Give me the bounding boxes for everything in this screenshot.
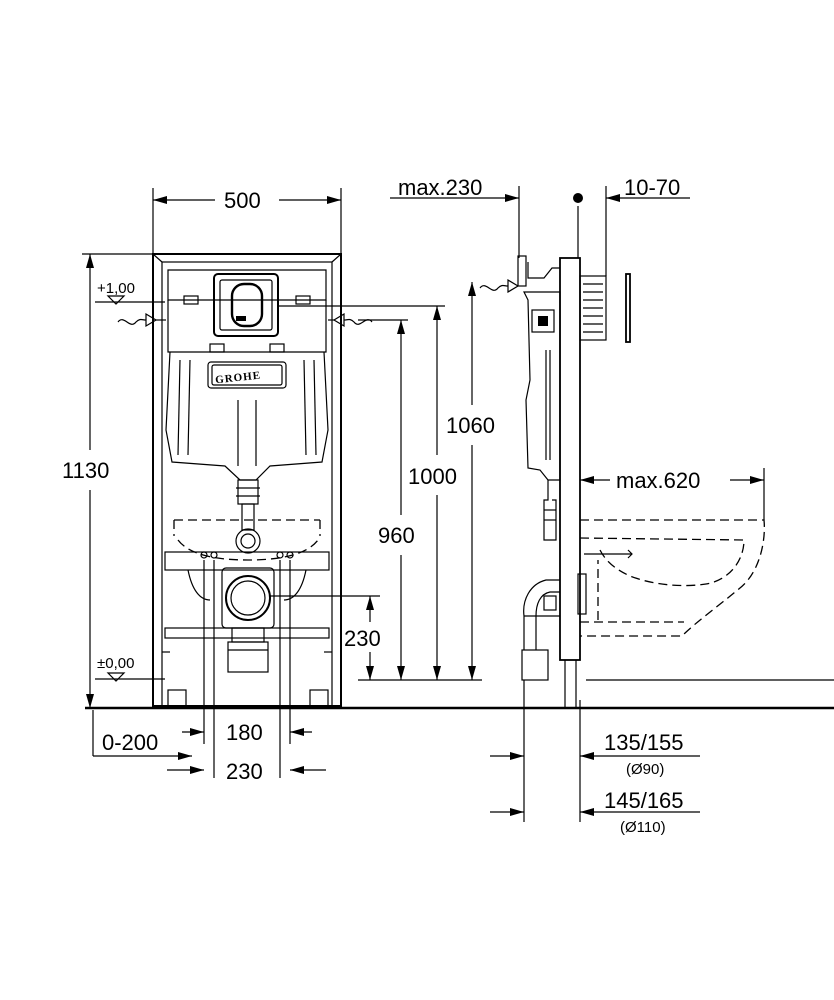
bowl-dimension <box>580 468 765 520</box>
bowl-label: max.620 <box>616 468 700 493</box>
pipe-110-diameter: (Ø110) <box>620 819 666 836</box>
wall-profile <box>559 193 583 708</box>
flush-pipe <box>235 479 261 554</box>
outlet-height-dimension <box>270 595 380 680</box>
inlet-side <box>479 278 520 294</box>
outlet-side <box>521 573 587 681</box>
frame-1060-label: 1060 <box>446 413 495 438</box>
inlet-dimensions <box>278 282 482 681</box>
level-markers <box>95 295 165 682</box>
cistern <box>165 269 329 481</box>
outlet-spacing-label: 230 <box>226 759 263 784</box>
inlet-1000-label: 1000 <box>408 464 457 489</box>
depth-label: max.230 <box>398 175 482 200</box>
height-dimension <box>82 253 153 708</box>
level-top-label: +1,00 <box>97 280 135 297</box>
flush-plate-profile <box>579 273 631 343</box>
width-label: 500 <box>224 188 261 213</box>
bowl-outline-front <box>173 519 321 561</box>
pipe-90-label: 135/155 <box>604 730 684 755</box>
brand-logo: GROHE <box>215 370 262 387</box>
depth-dimension <box>390 186 520 258</box>
pipe-90-diameter: (Ø90) <box>626 761 664 778</box>
flush-plate-opening <box>213 273 279 337</box>
bolt-spacing-label: 180 <box>226 720 263 745</box>
frame <box>152 253 342 707</box>
bowl-outline-side <box>579 519 766 637</box>
pipe-110-label: 145/165 <box>604 788 684 813</box>
width-dimension <box>152 188 342 254</box>
level-zero-label: ±0,00 <box>97 655 134 672</box>
bottom-dimensions <box>92 560 326 778</box>
wall-label: 10-70 <box>624 175 680 200</box>
outlet-bend <box>221 567 275 673</box>
pipe-dimensions <box>490 679 834 822</box>
front-view: GROHE <box>62 188 834 784</box>
adjust-label: 0-200 <box>102 730 158 755</box>
wall-dimension <box>605 186 690 276</box>
cistern-side <box>517 255 561 541</box>
side-view: max.230 10-70 max.620 <box>390 175 834 836</box>
height-label: 1130 <box>62 458 109 483</box>
outlet-230-label: 230 <box>344 626 381 651</box>
mounting-bolts <box>200 551 294 559</box>
inlet-960-label: 960 <box>378 523 415 548</box>
